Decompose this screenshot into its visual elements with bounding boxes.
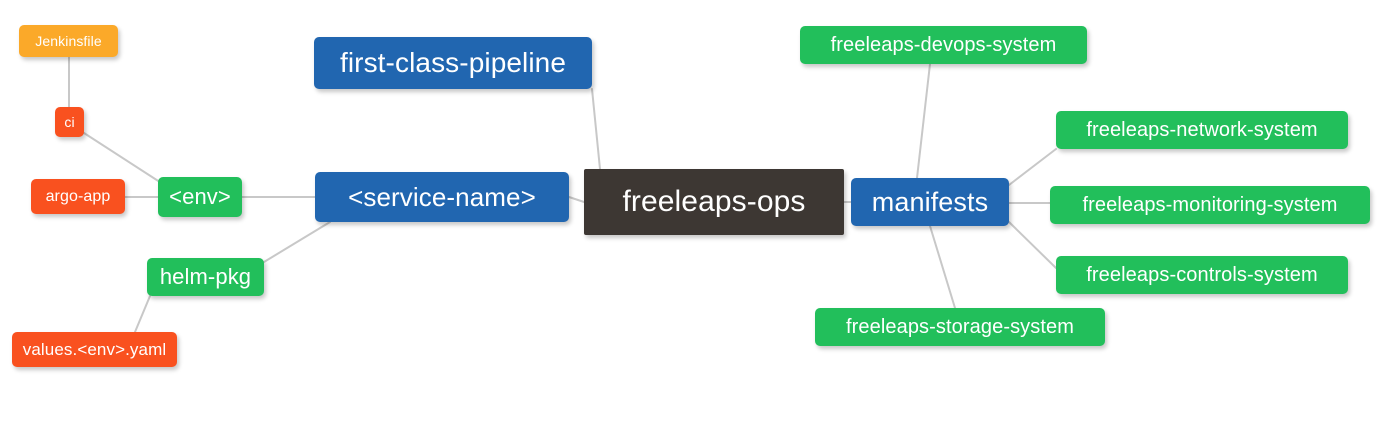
mindmap-node-jenkinsfile[interactable]: Jenkinsfile (19, 25, 118, 57)
mindmap-node-freeleaps-controls-system[interactable]: freeleaps-controls-system (1056, 256, 1348, 294)
edge-freeleaps-ops-to-service-name (568, 196, 585, 203)
mindmap-node-freeleaps-monitoring-system[interactable]: freeleaps-monitoring-system (1050, 186, 1370, 224)
mindmap-node-manifests[interactable]: manifests (851, 178, 1009, 226)
edge-freeleaps-ops-to-first-class-pipeline (591, 88, 601, 170)
node-label: freeleaps-monitoring-system (1082, 194, 1338, 216)
mindmap-node-argo-app[interactable]: argo-app (31, 179, 125, 214)
mindmap-node-first-class-pipeline[interactable]: first-class-pipeline (314, 37, 592, 89)
node-label: manifests (871, 186, 989, 217)
node-label: helm-pkg (159, 264, 252, 289)
node-label: freeleaps-controls-system (1086, 264, 1318, 286)
node-label: freeleaps-ops (622, 185, 806, 218)
node-label: freeleaps-network-system (1086, 119, 1318, 141)
mindmap-node-ci[interactable]: ci (55, 107, 84, 137)
edge-manifests-to-freeleaps-storage-system (929, 225, 956, 309)
mindmap-node-env[interactable]: <env> (158, 177, 242, 217)
node-label: <service-name> (348, 182, 536, 212)
edge-manifests-to-freeleaps-devops-system (916, 63, 931, 179)
node-label: <env> (169, 184, 231, 209)
edge-manifests-to-freeleaps-network-system (1008, 148, 1057, 186)
node-label: first-class-pipeline (339, 47, 567, 78)
mindmap-node-freeleaps-ops[interactable]: freeleaps-ops (584, 169, 844, 235)
mindmap-node-freeleaps-storage-system[interactable]: freeleaps-storage-system (815, 308, 1105, 346)
node-label: values.<env>.yaml (22, 340, 167, 359)
edge-service-name-to-helm-pkg (263, 221, 331, 263)
mindmap-node-service-name[interactable]: <service-name> (315, 172, 569, 222)
node-label: freeleaps-devops-system (830, 34, 1057, 56)
mindmap-node-values-env-yaml[interactable]: values.<env>.yaml (12, 332, 177, 367)
edge-manifests-to-freeleaps-controls-system (1008, 221, 1057, 269)
node-label: Jenkinsfile (35, 33, 102, 49)
node-label: ci (64, 114, 75, 130)
node-label: argo-app (45, 187, 111, 205)
node-label: freeleaps-storage-system (845, 316, 1075, 338)
mindmap-node-helm-pkg[interactable]: helm-pkg (147, 258, 264, 296)
mindmap-node-freeleaps-network-system[interactable]: freeleaps-network-system (1056, 111, 1348, 149)
edge-helm-pkg-to-values-env-yaml (134, 295, 151, 333)
mindmap-node-freeleaps-devops-system[interactable]: freeleaps-devops-system (800, 26, 1087, 64)
